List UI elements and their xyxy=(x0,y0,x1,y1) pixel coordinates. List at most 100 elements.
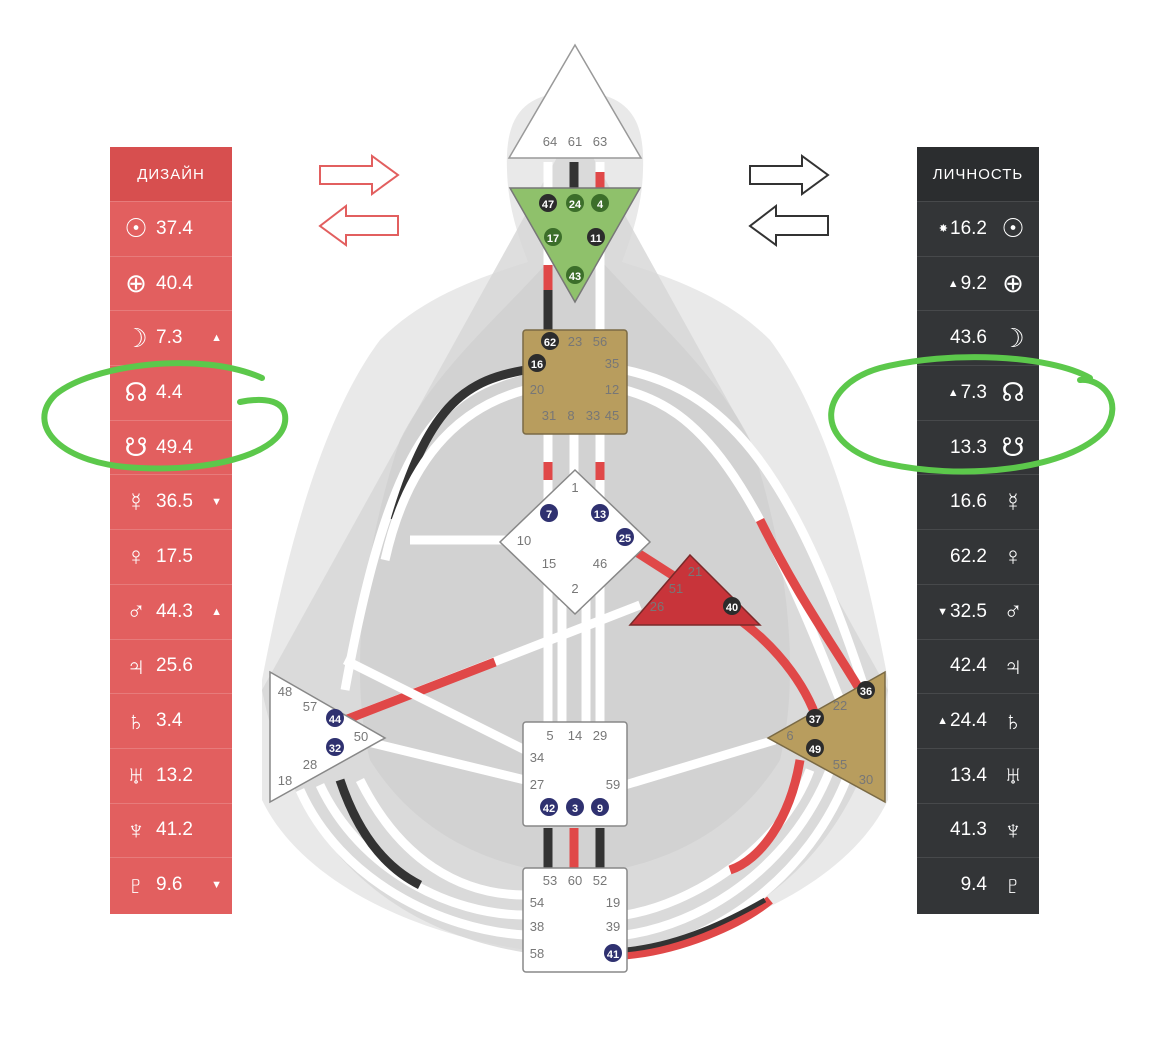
planet-row[interactable]: 13.4 ♅ xyxy=(917,747,1039,803)
spleen-center[interactable] xyxy=(269,670,387,804)
throat-center[interactable] xyxy=(522,329,628,435)
mars-icon: ♂ xyxy=(1003,596,1023,627)
planet-value: 36.5 xyxy=(156,491,193,513)
planet-value: 49.4 xyxy=(156,436,193,458)
g-center[interactable] xyxy=(498,468,652,616)
exaltation-mark: ✸ xyxy=(938,223,949,236)
ajna-center[interactable] xyxy=(508,187,642,304)
gate-number: 7 xyxy=(546,509,552,521)
solar-plexus-center[interactable] xyxy=(766,670,886,804)
planet-row[interactable]: ⊕40.4 xyxy=(110,255,232,311)
planet-value: 4.4 xyxy=(156,381,183,403)
planet-row[interactable]: ☽7.3▲ xyxy=(110,310,232,365)
activated-gate-marker xyxy=(544,228,562,246)
personality-panel-title: ЛИЧНОСТЬ xyxy=(917,147,1039,201)
gate-number: 59 xyxy=(606,777,620,792)
gate-number: 45 xyxy=(605,408,619,423)
gate-number: 27 xyxy=(530,777,544,792)
gate-number: 53 xyxy=(543,873,557,888)
planet-row[interactable]: ☋ 49.4 xyxy=(110,419,232,475)
activated-gate-marker xyxy=(806,739,824,757)
planet-row[interactable]: ♅13.2 xyxy=(110,747,232,803)
gate-number: 60 xyxy=(568,873,582,888)
planet-value: 13.4 xyxy=(950,764,987,786)
planet-value: 41.2 xyxy=(156,819,193,841)
planet-row[interactable]: ♂44.3▲ xyxy=(110,583,232,639)
gate-number: 52 xyxy=(593,873,607,888)
gate-number: 29 xyxy=(593,728,607,743)
moon-icon: ☽ xyxy=(124,322,148,353)
planet-value: 62.2 xyxy=(950,545,987,567)
gate-number: 16 xyxy=(531,359,543,371)
planet-row[interactable]: ♇9.6▼ xyxy=(110,857,232,912)
planet-row[interactable]: ▲7.3☊ xyxy=(917,365,1039,420)
planet-value: 40.4 xyxy=(156,272,193,294)
north-node-icon: ☊ xyxy=(1001,377,1025,408)
sun-icon: ☉ xyxy=(1001,213,1025,244)
planet-row[interactable]: ♆ 41.2 xyxy=(110,802,232,858)
activated-gate-marker xyxy=(591,798,609,816)
gate-number: 15 xyxy=(542,556,556,571)
planet-value: 16.6 xyxy=(950,491,987,513)
planet-value: 3.4 xyxy=(156,710,183,732)
south-node-icon: ☋ xyxy=(124,432,148,463)
gate-number: 46 xyxy=(593,556,607,571)
planet-value: 32.5 xyxy=(950,600,987,622)
mercury-icon: ☿ xyxy=(126,486,146,517)
activated-gate-marker xyxy=(566,194,584,212)
activated-gate-marker xyxy=(540,798,558,816)
planet-row[interactable]: ☿36.5▼ xyxy=(110,474,232,529)
gate-number: 44 xyxy=(329,714,342,726)
gate-number: 22 xyxy=(833,698,847,713)
planet-row[interactable]: ☊4.4 xyxy=(110,365,232,420)
activated-gate-marker xyxy=(539,194,557,212)
planet-value: 13.3 xyxy=(950,436,987,458)
gate-number: 54 xyxy=(530,895,544,910)
neptune-icon: ♆ xyxy=(126,814,146,845)
gate-number: 31 xyxy=(542,408,556,423)
planet-row[interactable]: ▲24.4♄ xyxy=(917,693,1039,748)
venus-icon: ♀ xyxy=(126,541,146,572)
gate-number: 51 xyxy=(669,581,683,596)
planet-row[interactable]: ☉37.4 xyxy=(110,201,232,256)
planet-row[interactable]: 62.2♀ xyxy=(917,529,1039,584)
planet-value: 9.6 xyxy=(156,874,183,896)
channels xyxy=(295,162,870,960)
planet-row[interactable]: 41.3♆ xyxy=(917,802,1039,858)
gate-number: 23 xyxy=(568,334,582,349)
planet-value: 37.4 xyxy=(156,217,193,239)
exaltation-mark: ▲ xyxy=(211,605,222,618)
personality-arrow-left-icon xyxy=(748,203,829,247)
planet-value: 7.3 xyxy=(960,381,987,403)
planet-row[interactable]: ♄3.4 xyxy=(110,693,232,748)
planet-row[interactable]: 16.6 ☿ xyxy=(917,474,1039,529)
root-center[interactable] xyxy=(522,867,628,973)
uranus-icon: ♅ xyxy=(1003,760,1023,791)
south-node-icon: ☋ xyxy=(1001,432,1025,463)
gate-number: 55 xyxy=(833,757,847,772)
planet-row[interactable]: 9.4♇ xyxy=(917,857,1039,912)
gate-number: 61 xyxy=(568,134,582,149)
gate-number: 6 xyxy=(786,728,793,743)
gate-number: 49 xyxy=(809,744,821,756)
design-panel-title: ДИЗАЙН xyxy=(110,147,232,201)
planet-row[interactable]: ✸16.2☉ xyxy=(917,201,1039,256)
design-arrow-right-icon xyxy=(319,154,400,196)
gate-number: 43 xyxy=(569,271,581,283)
mercury-icon: ☿ xyxy=(1003,486,1023,517)
jupiter-icon: ♃ xyxy=(126,650,146,681)
mars-icon: ♂ xyxy=(126,596,146,627)
activated-gate-marker xyxy=(723,597,741,615)
planet-row[interactable]: 43.6☽ xyxy=(917,310,1039,365)
planet-row[interactable]: ♃25.6 xyxy=(110,638,232,694)
planet-row[interactable]: ♀17.5 xyxy=(110,529,232,584)
planet-row[interactable]: 13.3 ☋ xyxy=(917,419,1039,475)
planet-row[interactable]: ▼32.5♂ xyxy=(917,583,1039,639)
gate-number: 12 xyxy=(605,382,619,397)
activated-gate-marker xyxy=(540,504,558,522)
planet-row[interactable]: 42.4♃ xyxy=(917,638,1039,694)
gate-number: 8 xyxy=(567,408,574,423)
head-center[interactable] xyxy=(507,43,643,159)
planet-row[interactable]: ▲9.2⊕ xyxy=(917,255,1039,311)
